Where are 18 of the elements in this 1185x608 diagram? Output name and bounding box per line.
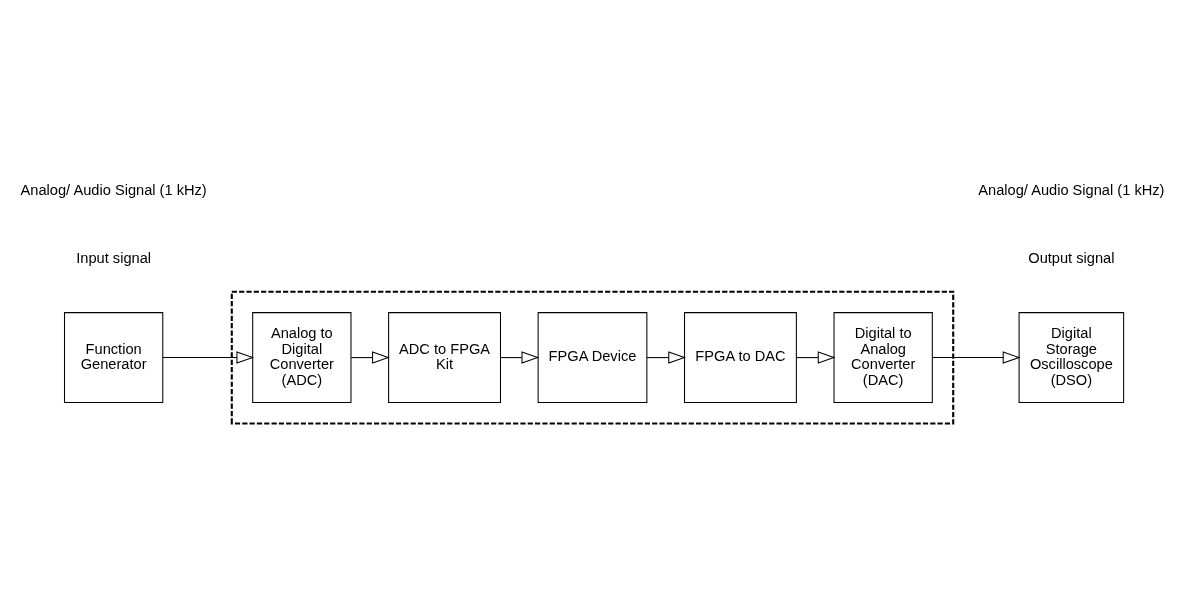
node-box: Function Generator: [63, 312, 164, 404]
label: Input signal: [76, 250, 152, 267]
arrow: [162, 351, 255, 364]
arrow: [500, 351, 540, 364]
node-box: FPGA Device: [537, 312, 648, 404]
node-box: FPGA to DAC: [684, 312, 797, 404]
arrow: [796, 351, 836, 364]
label: Analog/ Audio Signal (1 kHz): [978, 182, 1165, 199]
arrow: [646, 351, 687, 364]
label: Output signal: [1028, 250, 1115, 267]
arrow: [932, 351, 1021, 364]
node-box: Digital Storage Oscilloscope (DSO): [1018, 312, 1125, 404]
label: Analog/ Audio Signal (1 kHz): [20, 182, 207, 199]
arrow: [350, 351, 390, 364]
cluster: [230, 290, 955, 425]
node-box: Analog to Digital Converter (ADC): [252, 312, 352, 404]
node-box: ADC to FPGA Kit: [388, 312, 501, 404]
node-box: Digital to Analog Converter (DAC): [833, 312, 933, 404]
